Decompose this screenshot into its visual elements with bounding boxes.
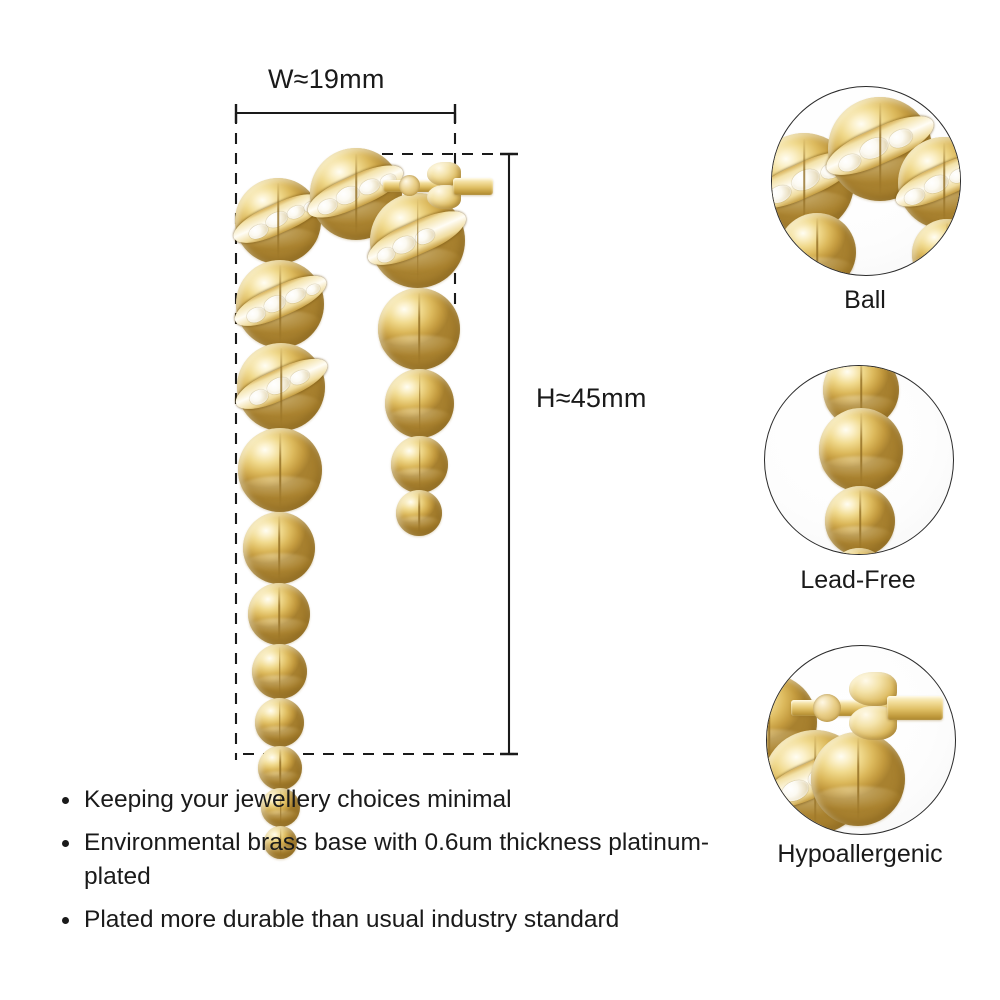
list-item: Plated more durable than usual industry … [58,903,748,937]
height-dimension-label: H≈45mm [536,383,647,413]
bead-plain [396,490,442,536]
cz-stone [947,164,960,186]
cz-stone [288,367,312,388]
cz-stone [835,150,864,176]
bullet-dot-icon [62,840,69,847]
bead-paved [228,178,328,264]
bead-plain [391,436,448,493]
bead-plain [778,213,856,275]
pave-band [229,350,333,419]
bead-plain [811,732,905,826]
earring-post-assembly [383,158,493,218]
pave-band [228,267,332,336]
post-knot [813,694,841,722]
post-tail [887,696,943,720]
list-item: Environmental brass base with 0.6um thic… [58,826,748,894]
feature-caption-lead-free: Lead-Free [800,566,916,594]
feature-circle-lead-free [764,365,954,555]
cz-stone [413,225,438,247]
bead-plain [258,746,302,790]
cz-stone [778,776,812,806]
bullet-dot-icon [62,797,69,804]
bead-plain [825,486,895,554]
list-item-text: Environmental brass base with 0.6um thic… [84,829,710,890]
cz-stone [788,165,823,195]
list-item-text: Plated more durable than usual industry … [84,906,620,933]
earring-post-assembly [791,664,943,744]
feature-bullet-list: Keeping your jewellery choices minimal E… [58,783,748,946]
product-photo-earrings [215,140,505,859]
width-dimension-label: W≈19mm [268,64,385,94]
bead-plain [252,644,307,699]
post-tail [453,178,493,195]
cz-stone [857,134,892,163]
cz-stone [264,374,293,398]
cz-stone [885,126,915,152]
cz-stone [283,285,308,307]
list-item-text: Keeping your jewellery choices minimal [84,786,512,813]
bead-paved [229,343,333,431]
bead-plain [255,698,304,747]
cz-stone [244,305,267,326]
cz-stone [772,181,795,207]
bead-plain [378,288,460,370]
bead-plain [264,826,297,859]
cz-stone [922,171,952,197]
feature-circle-hypoallergenic [766,645,956,835]
bullet-dot-icon [62,917,69,924]
feature-caption-hypoallergenic: Hypoallergenic [777,840,943,868]
post-knot [399,175,420,196]
bead-plain [238,428,322,512]
bead-plain [385,369,454,438]
bead-plain [912,219,960,275]
feature-circle-ball [771,86,961,276]
bead-plain [819,408,903,492]
bead-plain [243,512,315,584]
cz-stone [304,282,321,298]
bead-paved [228,260,332,348]
bead-plain [261,788,300,827]
cz-stone [334,183,363,208]
list-item: Keeping your jewellery choices minimal [58,783,748,817]
bead-plain [248,583,310,645]
cz-stone [357,175,384,198]
feature-caption-ball: Ball [844,286,886,314]
bead-plain [829,548,889,554]
